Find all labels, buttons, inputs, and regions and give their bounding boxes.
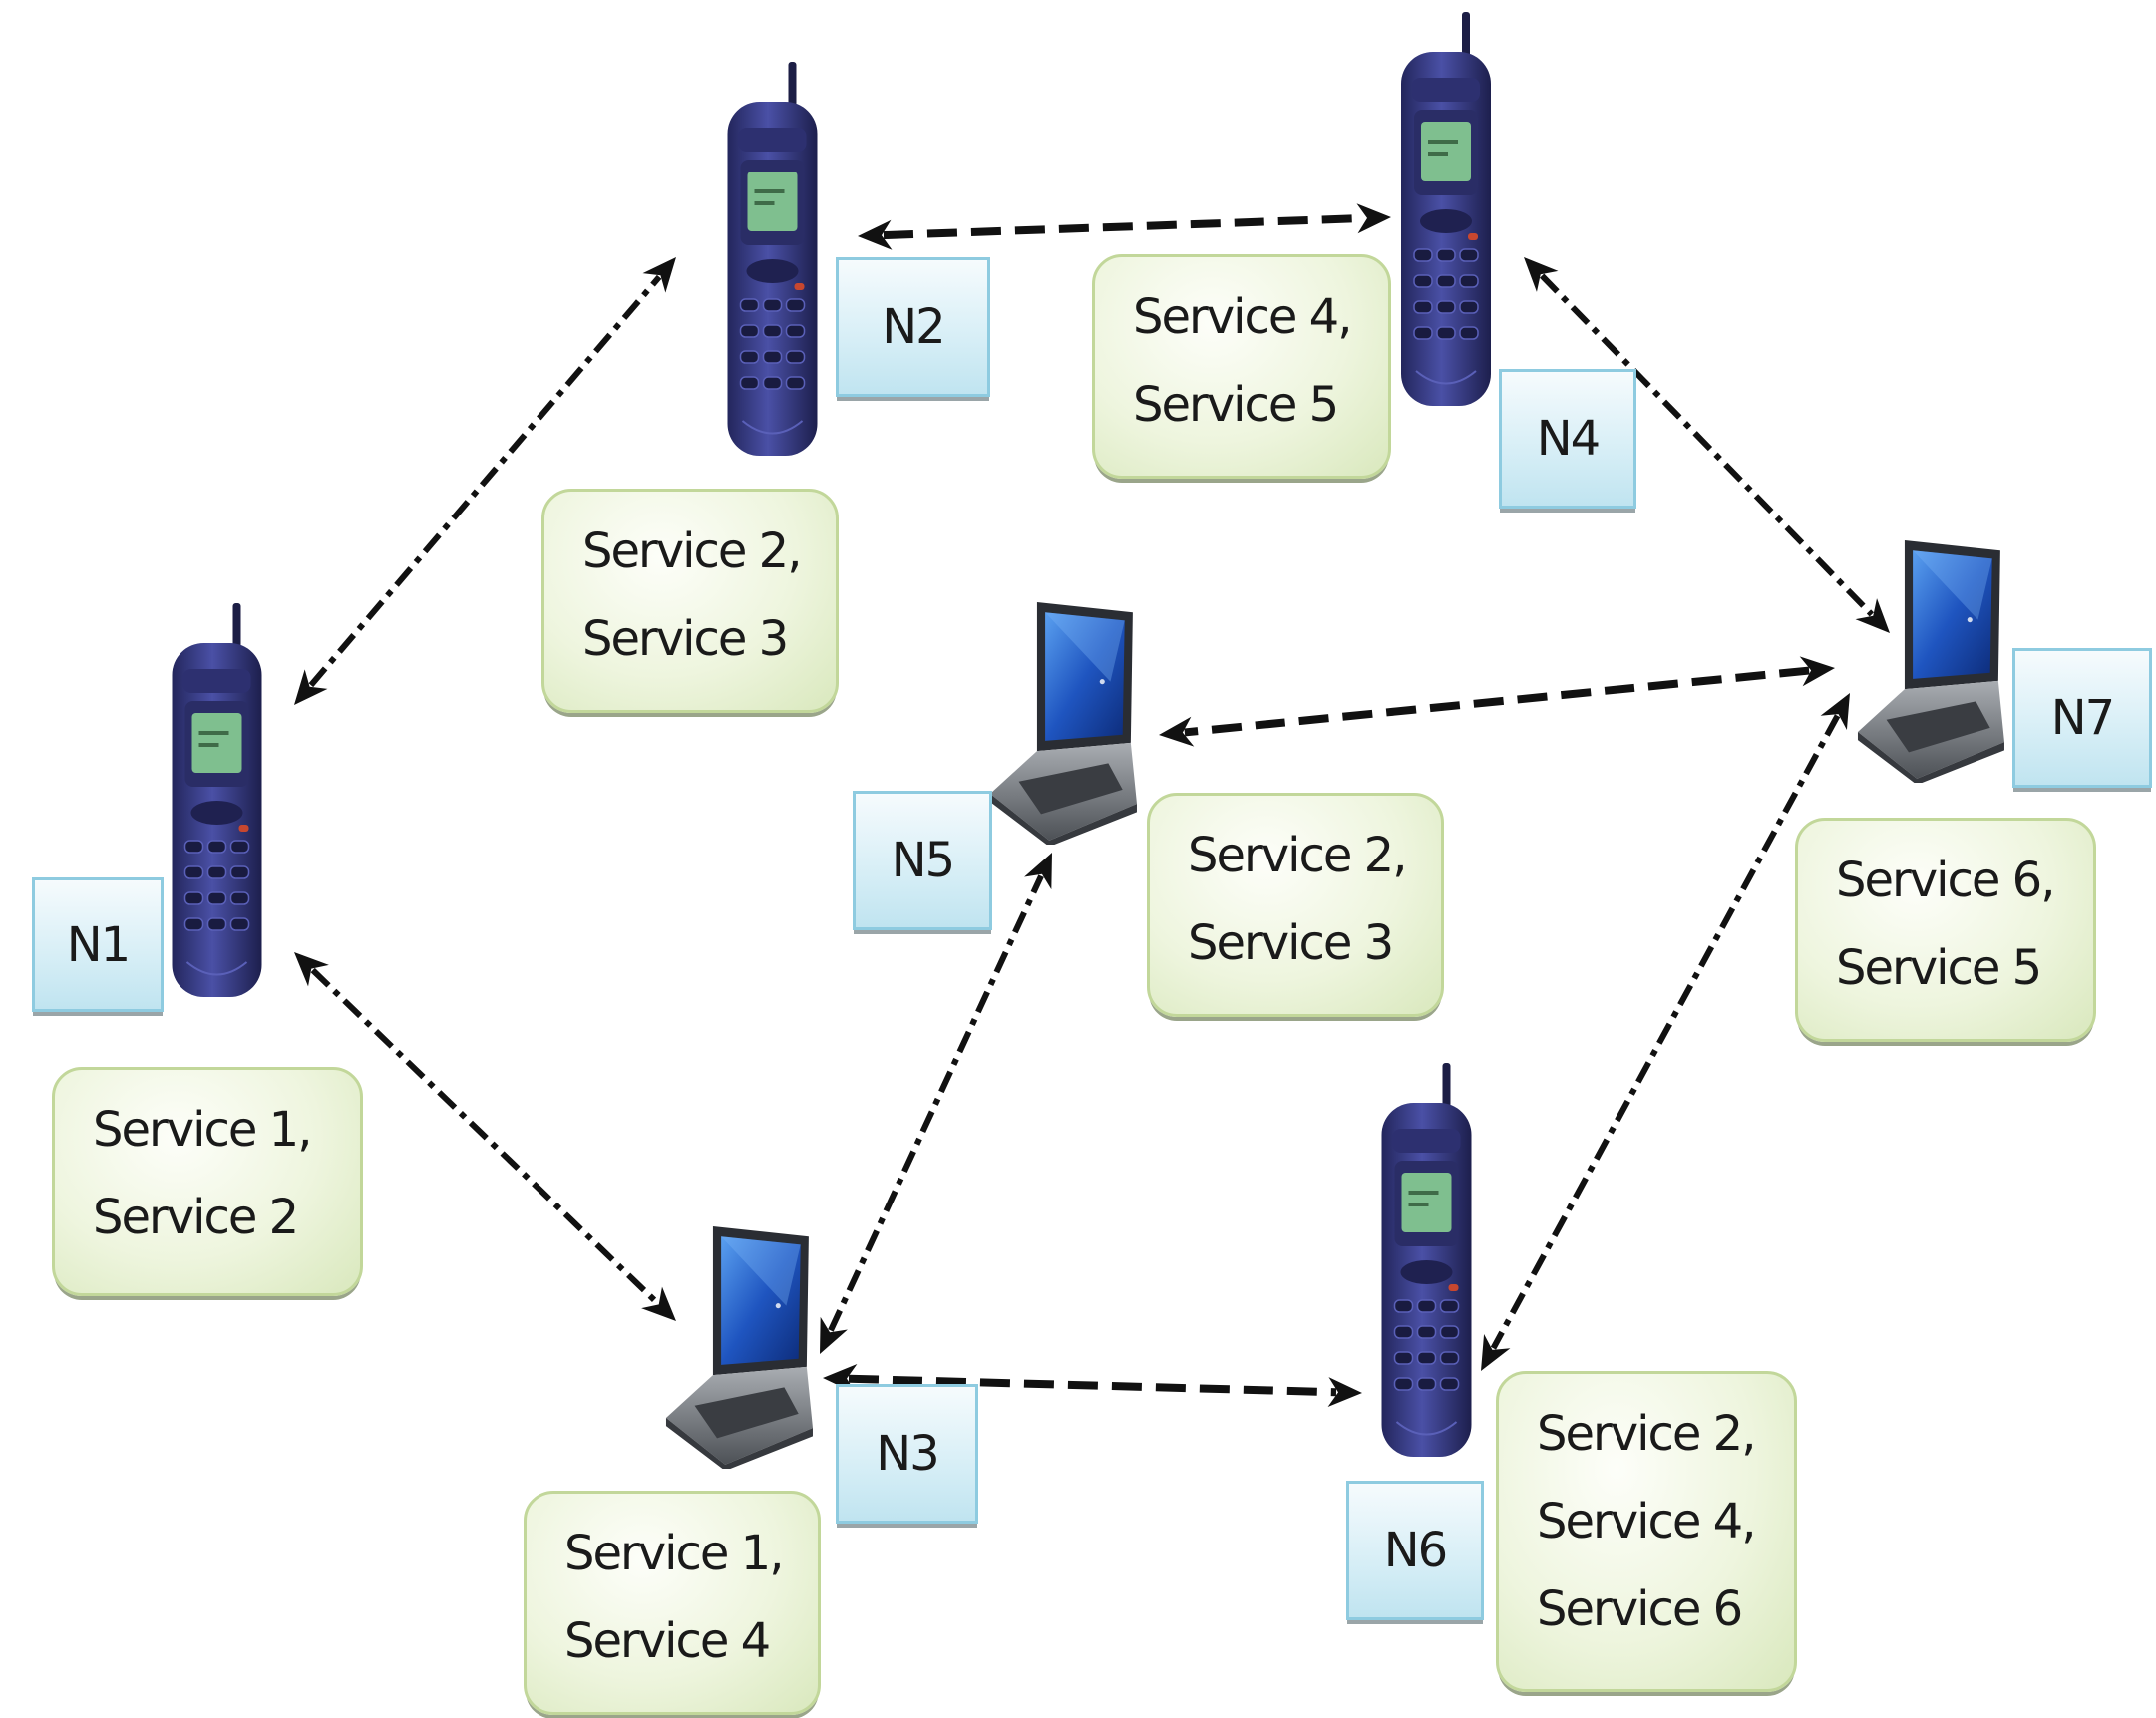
node-label-n4: N4 <box>1499 369 1636 509</box>
service-entry: Service 3 <box>1188 915 1394 971</box>
service-entry: Service 4, <box>1537 1494 1756 1549</box>
link-n1-n2 <box>294 257 676 705</box>
service-entry: Service 6 <box>1537 1581 1743 1637</box>
arrowhead-end-4 <box>1159 716 1195 747</box>
service-entry: Service 5 <box>1133 377 1339 433</box>
arrowhead-start-6 <box>820 1316 848 1354</box>
laptop-icon-n5 <box>989 602 1137 845</box>
arrowhead-start-1 <box>294 952 329 987</box>
service-box-n6: Service 2, Service 4, Service 6 <box>1496 1371 1797 1692</box>
arrowhead-start-2 <box>858 219 893 250</box>
node-label-n5: N5 <box>853 791 992 930</box>
service-entry: Service 5 <box>1836 940 2042 996</box>
node-label-n7: N7 <box>2012 648 2152 788</box>
mobile-phone-icon-n4 <box>1400 12 1492 407</box>
arrowhead-end-7 <box>1327 1377 1362 1408</box>
service-entry: Service 1, <box>564 1526 784 1581</box>
link-n3-n5 <box>820 853 1052 1354</box>
service-box-n3: Service 1, Service 4 <box>524 1491 821 1715</box>
service-box-n4: Service 4, Service 5 <box>1092 254 1391 479</box>
link-line <box>1184 666 1810 737</box>
links-layer <box>294 203 1890 1408</box>
link-n1-n3 <box>294 952 676 1321</box>
link-line <box>1539 273 1875 617</box>
link-line <box>883 213 1366 240</box>
arrowhead-end-0 <box>642 257 676 293</box>
service-box-n5: Service 2, Service 3 <box>1147 793 1444 1017</box>
mobile-phone-icon-n2 <box>726 62 819 458</box>
arrowhead-end-2 <box>1356 203 1391 234</box>
arrowhead-start-4 <box>1799 656 1835 687</box>
link-line <box>308 274 662 688</box>
arrowhead-start-0 <box>294 669 328 705</box>
service-entry: Service 2, <box>582 523 802 579</box>
arrowhead-end-5 <box>1481 1333 1511 1371</box>
link-n4-n7 <box>1524 257 1890 633</box>
arrowhead-end-6 <box>1024 853 1052 890</box>
service-entry: Service 2 <box>93 1190 299 1245</box>
link-line <box>310 967 660 1306</box>
node-label-n6: N6 <box>1346 1481 1484 1620</box>
node-label-n3: N3 <box>836 1384 978 1524</box>
arrowhead-end-3 <box>1855 598 1890 633</box>
service-entry: Service 3 <box>582 611 789 667</box>
node-label-n2: N2 <box>836 257 990 397</box>
arrowhead-start-5 <box>1820 693 1850 731</box>
service-entry: Service 2, <box>1188 828 1407 883</box>
service-entry: Service 4 <box>564 1613 771 1669</box>
link-line <box>828 874 1044 1332</box>
service-entry: Service 4, <box>1133 289 1352 345</box>
service-entry: Service 6, <box>1836 853 2055 908</box>
arrowhead-end-1 <box>641 1286 676 1321</box>
arrowhead-start-3 <box>1524 257 1559 292</box>
link-n7-n6 <box>1481 693 1850 1371</box>
link-line <box>848 1374 1337 1397</box>
link-line <box>1490 714 1841 1350</box>
mobile-phone-icon-n1 <box>171 603 263 999</box>
service-box-n7: Service 6, Service 5 <box>1795 818 2096 1042</box>
link-n2-n4 <box>858 203 1391 250</box>
laptop-icon-n7 <box>1857 540 2004 783</box>
service-entry: Service 1, <box>93 1102 312 1158</box>
node-label-n1: N1 <box>32 877 164 1012</box>
laptop-icon-n3 <box>665 1226 813 1469</box>
service-box-n2: Service 2, Service 3 <box>541 489 839 713</box>
link-n7-n5 <box>1159 656 1835 747</box>
service-entry: Service 2, <box>1537 1406 1756 1462</box>
service-box-n1: Service 1, Service 2 <box>52 1067 363 1296</box>
mobile-phone-icon-n6 <box>1380 1063 1473 1459</box>
